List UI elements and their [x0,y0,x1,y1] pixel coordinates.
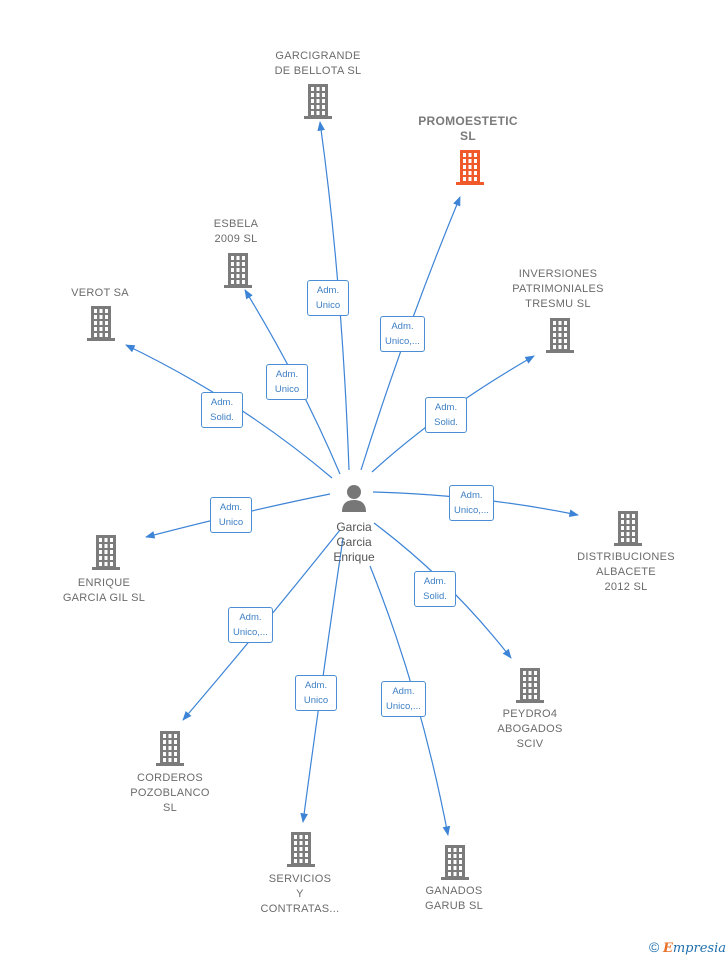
company-label-verot[interactable]: VEROT SA [71,287,129,299]
building-icon[interactable] [286,831,316,872]
company-label-enrique[interactable]: ENRIQUE GARCIA GIL SL [62,577,146,604]
role-badge-corderos: Adm. Unico,... [228,607,273,643]
company-label-esbela[interactable]: ESBELA 2009 SL [213,218,259,245]
company-label-promoestetic[interactable]: PROMOESTETIC SL [418,114,518,143]
role-badge-esbela: Adm. Unico [266,364,308,400]
building-icon[interactable] [515,667,545,708]
company-label-servicios[interactable]: SERVICIOS Y CONTRATAS... [260,873,340,915]
role-badge-distribuciones: Adm. Unico,... [449,485,494,521]
empresia-logo: © Empresia [648,939,726,956]
building-icon[interactable] [91,534,121,575]
building-icon[interactable] [223,252,253,293]
building-icon[interactable] [440,844,470,885]
building-icon[interactable] [155,730,185,771]
person-icon[interactable] [339,483,369,518]
role-badge-garcigrande: Adm. Unico [307,280,349,316]
person-name[interactable]: Garcia Garcia Enrique [333,520,375,564]
role-badge-servicios: Adm. Unico [295,675,337,711]
role-badge-verot: Adm. Solid. [201,392,243,428]
role-badge-ganados: Adm. Unico,... [381,681,426,717]
building-icon[interactable] [455,149,485,190]
role-badge-enrique: Adm. Unico [210,497,252,533]
role-badge-inversiones: Adm. Solid. [425,397,467,433]
role-badge-peydro: Adm. Solid. [414,571,456,607]
building-icon[interactable] [545,317,575,358]
company-label-inversiones[interactable]: INVERSIONES PATRIMONIALES TRESMU SL [512,268,604,310]
company-label-ganados[interactable]: GANADOS GARUB SL [424,885,484,912]
role-badge-promoestetic: Adm. Unico,... [380,316,425,352]
company-label-corderos[interactable]: CORDEROS POZOBLANCO SL [130,772,210,814]
building-icon[interactable] [303,83,333,124]
building-icon[interactable] [86,305,116,346]
company-label-peydro[interactable]: PEYDRO4 ABOGADOS SCIV [497,708,563,750]
company-label-distribuciones[interactable]: DISTRIBUCIONES ALBACETE 2012 SL [577,551,675,593]
building-icon[interactable] [613,510,643,551]
copyright-icon: © [648,939,660,955]
company-label-garcigrande[interactable]: GARCIGRANDE DE BELLOTA SL [274,50,362,77]
